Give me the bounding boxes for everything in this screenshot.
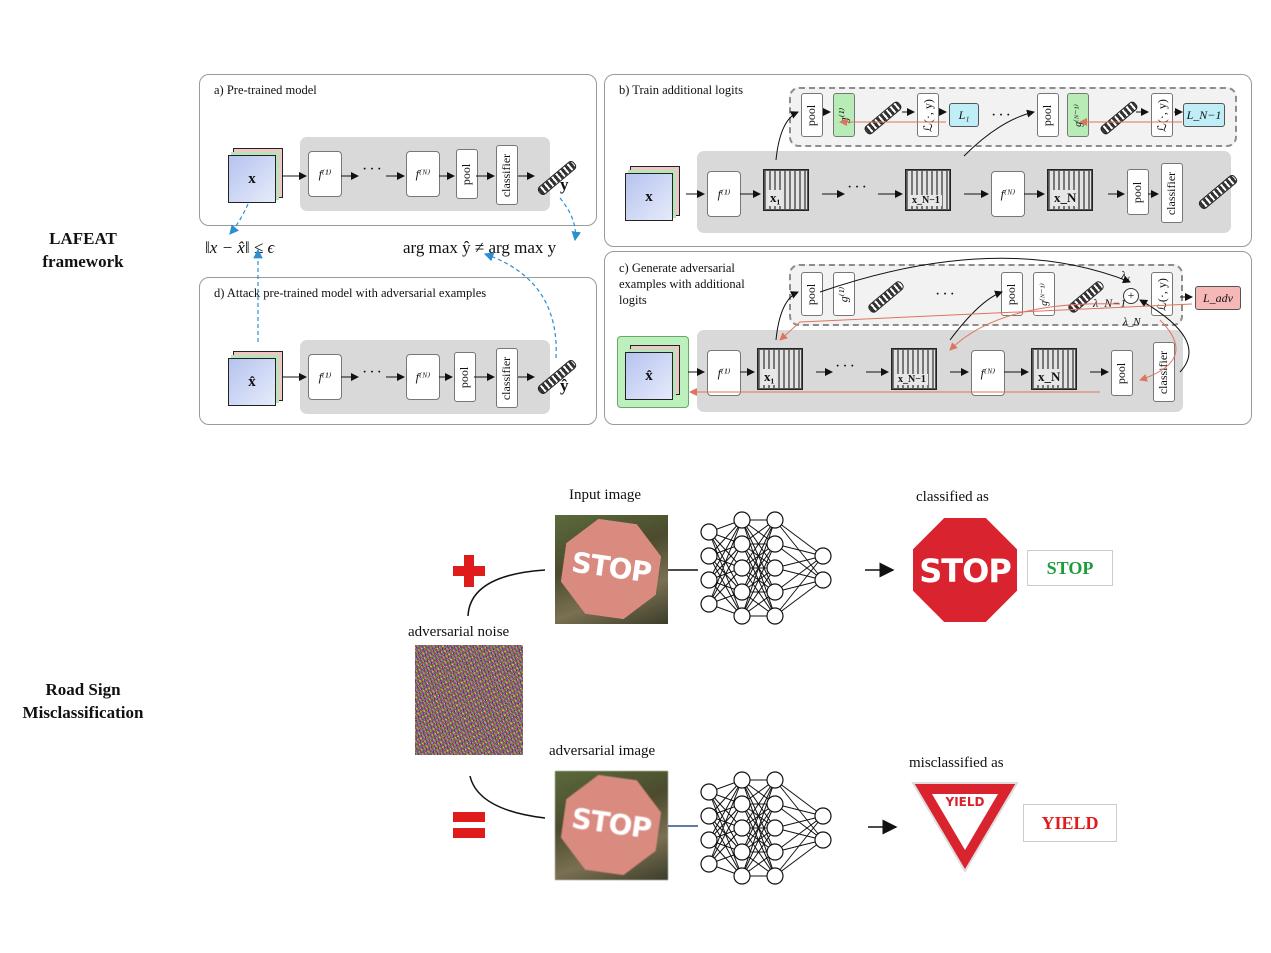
panel-c-gN1: g⁽ᴺ⁻¹⁾ — [1033, 272, 1055, 316]
panel-d-classifier: classifier — [496, 348, 518, 408]
panel-b-x1: x₁ — [763, 169, 809, 211]
yield-sign-shape — [911, 782, 1019, 873]
panel-c-Ladv: L_adv — [1195, 286, 1241, 310]
panel-b-arrows — [686, 108, 1183, 198]
panel-b-L1: L₁ — [949, 103, 979, 127]
panel-d: d) Attack pre-trained model with adversa… — [199, 277, 597, 425]
panel-c-title-line3: logits — [619, 293, 647, 307]
panel-c-title-line1: c) Generate adversarial — [619, 261, 735, 275]
panel-c-xN: x_N — [1031, 348, 1077, 390]
noise-caption: adversarial noise — [408, 624, 510, 640]
adversarial-stop-sign-text: STOP — [569, 801, 653, 846]
panel-a-input-cube: x — [228, 155, 276, 203]
panel-c-lambda1: λ₁ — [1121, 268, 1131, 282]
panel-b: b) Train additional logits pool g⁽¹⁾ ℒ(·… — [604, 74, 1252, 247]
panel-b-aux-ellipsis: ··· — [991, 107, 1013, 124]
panel-c-fN: f⁽ᴺ⁾ — [971, 350, 1005, 396]
lafeat-label-line1: LAFEAT — [49, 229, 117, 248]
panel-b-LN1: L_N−1 — [1183, 103, 1225, 127]
classified-stop-text: STOP — [919, 552, 1012, 590]
panel-d-ellipsis: ··· — [362, 364, 384, 381]
classified-caption: classified as — [916, 489, 989, 505]
panel-b-xN: x_N — [1047, 169, 1093, 211]
panel-a-f1: f⁽¹⁾ — [308, 151, 342, 197]
panel-d-input-cube: x̂ — [228, 358, 276, 406]
panel-b-loss2: ℒ(·, y) — [1151, 93, 1173, 137]
panel-b-input-cube: x — [625, 173, 673, 221]
panel-c-arrows — [688, 257, 1193, 376]
panel-a: a) Pre-trained model x f⁽¹⁾ ··· f⁽ᴺ⁾ poo… — [199, 74, 597, 226]
blue-dashed-links — [229, 197, 581, 359]
panel-b-x1-label: x₁ — [768, 190, 783, 206]
panel-b-ellipsis: ··· — [847, 179, 869, 196]
panel-b-aux-pool1: pool — [801, 93, 823, 137]
yield-sign-text: YIELD — [945, 795, 985, 809]
panel-c-pool: pool — [1111, 350, 1133, 396]
input-stop-sign-text: STOP — [569, 545, 653, 590]
yield-result-box: YIELD — [1023, 804, 1117, 842]
panel-a-output: y — [560, 175, 569, 194]
roadsign-label-line1: Road Sign — [45, 680, 121, 699]
panel-d-f1: f⁽¹⁾ — [308, 354, 342, 400]
panel-c-lambdaN: λ_N — [1123, 316, 1141, 328]
roadsign-label: Road Sign Misclassification — [8, 678, 158, 724]
lafeat-label-line2: framework — [42, 252, 124, 271]
lafeat-label: LAFEAT framework — [30, 227, 136, 273]
plus-icon — [453, 555, 485, 587]
input-image-caption: Input image — [569, 487, 642, 503]
panel-b-aux-pool2: pool — [1037, 93, 1059, 137]
panel-c-xN1-label: x_N−1 — [896, 374, 928, 385]
adversarial-stop-photo: STOP — [555, 771, 668, 880]
yield-sign: YIELD — [910, 780, 1020, 874]
panel-d-title: d) Attack pre-trained model with adversa… — [214, 286, 487, 300]
panel-a-ellipsis: ··· — [362, 161, 384, 178]
panel-b-pool: pool — [1127, 169, 1149, 215]
panel-a-pool: pool — [456, 149, 478, 199]
input-stop-sign: STOP — [557, 515, 665, 623]
stop-result-box: STOP — [1027, 550, 1113, 586]
panel-c-red-grad — [689, 303, 1193, 396]
panel-a-title: a) Pre-trained model — [214, 83, 317, 97]
roadsign-label-line2: Misclassification — [22, 703, 144, 722]
adversarial-noise-image — [415, 645, 523, 755]
panel-b-gN1: g⁽ᴺ⁻¹⁾ — [1067, 93, 1089, 137]
panel-b-fN: f⁽ᴺ⁾ — [991, 171, 1025, 217]
panel-b-g1: g⁽¹⁾ — [833, 93, 855, 137]
panel-c-title-line2: examples with additional — [619, 277, 745, 291]
panel-b-title: b) Train additional logits — [619, 83, 743, 97]
argmax-equation: arg max ŷ ≠ arg max y — [403, 238, 557, 257]
panel-c-x1: x₁ — [757, 348, 803, 390]
panel-c-ellipsis: ··· — [835, 358, 857, 375]
misclassified-caption: misclassified as — [909, 755, 1004, 771]
adversarial-image-caption: adversarial image — [549, 743, 656, 759]
panel-c-lambdaN1: λ_N−1 — [1093, 296, 1127, 310]
equals-icon — [453, 812, 485, 838]
panel-d-output: ŷ — [560, 376, 569, 395]
panel-c-aux-pool1: pool — [801, 272, 823, 316]
panel-d-fN: f⁽ᴺ⁾ — [406, 354, 440, 400]
panel-c-xN1: x_N−1 — [891, 348, 937, 390]
input-stop-photo: STOP — [555, 515, 668, 624]
classified-stop-sign: STOP — [913, 518, 1017, 622]
classified-stop-outline: STOP — [909, 514, 1021, 626]
panel-b-xN-label: x_N — [1052, 190, 1079, 206]
panel-c-classifier: classifier — [1153, 342, 1175, 402]
panel-c-sum-node: + — [1123, 288, 1139, 304]
panel-c-xN-label: x_N — [1036, 369, 1063, 385]
panel-a-classifier: classifier — [496, 145, 518, 205]
panel-a-fN: f⁽ᴺ⁾ — [406, 151, 440, 197]
panel-b-loss1: ℒ(·, y) — [917, 93, 939, 137]
adversarial-stop-sign: STOP — [557, 771, 665, 879]
panel-c-x1-label: x₁ — [762, 369, 777, 385]
panel-c-f1: f⁽¹⁾ — [707, 350, 741, 396]
panel-c-input-cube: x̂ — [625, 352, 673, 400]
panel-c-aux-ellipsis: ··· — [935, 286, 957, 303]
panel-b-xN1-label: x_N−1 — [910, 195, 942, 206]
panel-c-title: c) Generate adversarial examples with ad… — [619, 260, 745, 308]
panel-b-xN1: x_N−1 — [905, 169, 951, 211]
panel-b-classifier: classifier — [1161, 163, 1183, 223]
